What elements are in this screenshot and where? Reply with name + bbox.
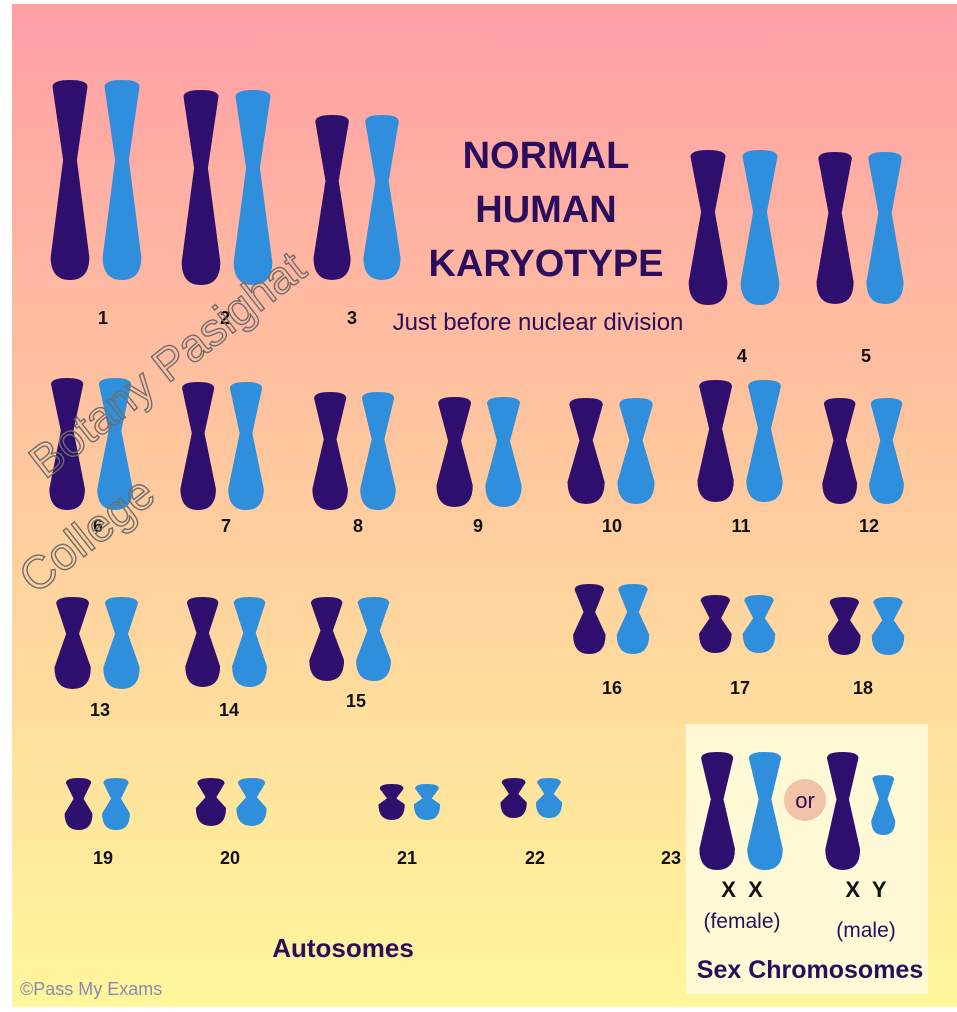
pair-label-7: 7 [221,516,231,536]
chromosome-21-light [414,784,440,820]
pair-label-17: 17 [730,678,750,698]
pair-label-15: 15 [346,691,366,711]
subtitle: Just before nuclear division [393,309,684,336]
male-caption: (male) [836,919,896,942]
sex-chromosomes-label: Sex Chromosomes [697,956,923,984]
title-line-3: KARYOTYPE [428,243,663,285]
pair-label-8: 8 [353,516,363,536]
chromosome-21-dark [379,784,405,820]
pair-label-12: 12 [859,516,879,536]
copyright-text: ©Pass My Exams [20,979,162,999]
pair-label-18: 18 [853,678,873,698]
pair-label-11: 11 [731,516,750,536]
pair-label-22: 22 [525,848,545,868]
or-label: or [795,788,815,813]
pair-label-9: 9 [473,516,483,536]
sex-pair-number: 23 [661,848,681,868]
pair-label-5: 5 [861,346,871,366]
pair-label-3: 3 [347,308,357,328]
title-line-1: NORMAL [463,135,630,177]
pair-label-16: 16 [602,678,622,698]
pair-label-21: 21 [397,848,417,868]
male-letters: X Y [845,877,887,902]
pair-label-20: 20 [220,848,240,868]
female-caption: (female) [703,910,780,933]
autosomes-label: Autosomes [272,933,414,963]
pair-label-10: 10 [602,516,622,536]
pair-label-13: 13 [90,700,110,720]
pair-label-19: 19 [93,848,113,868]
title-line-2: HUMAN [475,189,616,231]
female-letters: X X [721,877,763,902]
pair-label-4: 4 [737,346,747,366]
pair-label-1: 1 [98,308,108,328]
pair-label-14: 14 [219,700,239,720]
